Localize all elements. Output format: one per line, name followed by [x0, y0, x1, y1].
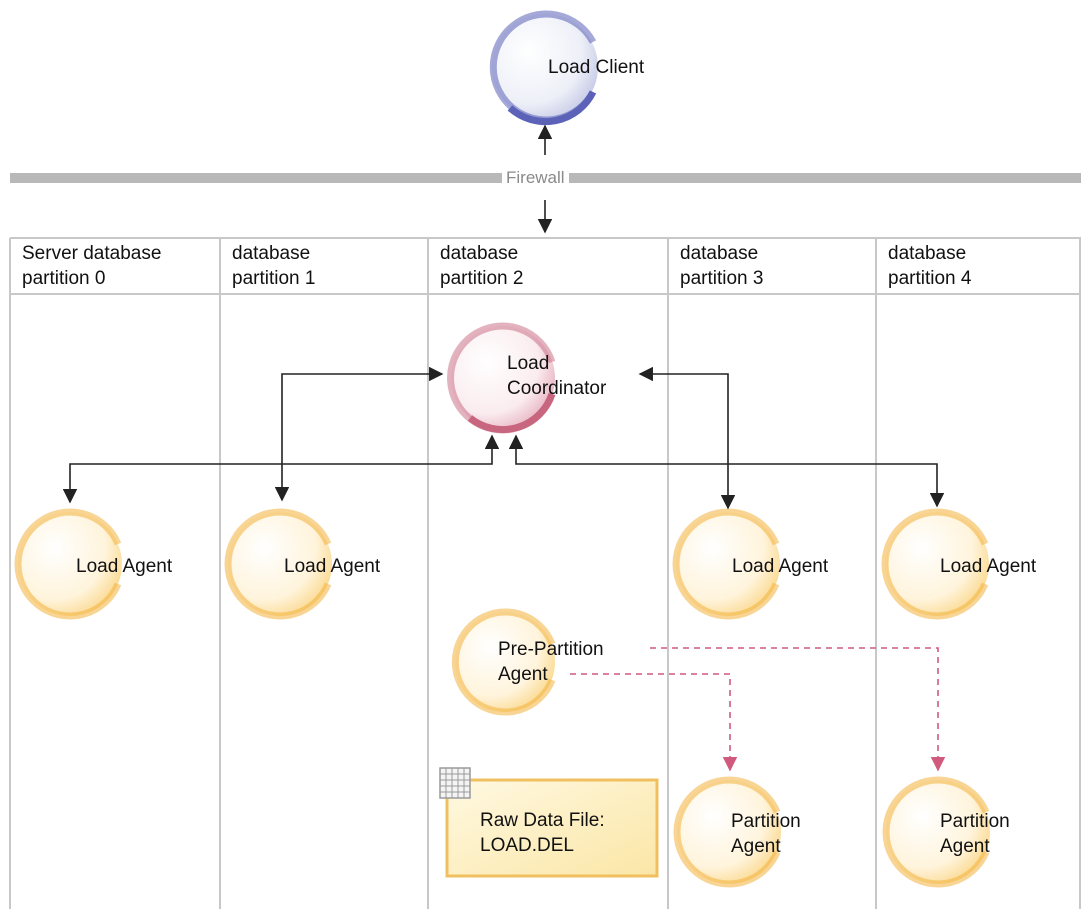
- column-header-partition-0: Server database partition 0: [22, 241, 161, 291]
- load-coordinator-label-line2: Coordinator: [507, 378, 607, 399]
- column-header-line2: partition 0: [22, 268, 106, 289]
- column-header-line1: database: [680, 243, 759, 264]
- pre-partition-agent-label: Pre-Partition Agent: [498, 637, 604, 687]
- column-header-line2: partition 2: [440, 268, 524, 289]
- column-header-partition-2: database partition 2: [440, 241, 523, 291]
- column-header-line2: partition 3: [680, 268, 764, 289]
- load-agent-node-0: [14, 508, 122, 620]
- load-agent-node-1: [224, 508, 332, 620]
- partition-agent-label-3: Partition Agent: [731, 809, 801, 859]
- load-agent-label-4: Load Agent: [940, 556, 1037, 577]
- column-header-line2: partition 1: [232, 268, 316, 289]
- load-agent-node-4: [881, 508, 989, 620]
- pre-partition-agent-label-line1: Pre-Partition: [498, 639, 604, 660]
- load-client-label: Load Client: [548, 57, 645, 78]
- partition-agent-label-line1: Partition: [731, 811, 801, 832]
- load-coordinator-label-line1: Load: [507, 353, 550, 374]
- load-coordinator-label: Load Coordinator: [507, 351, 606, 401]
- partition-agent-label-line2: Agent: [731, 836, 781, 857]
- column-header-line1: database: [888, 243, 967, 264]
- partition-agent-label-line1: Partition: [940, 811, 1010, 832]
- load-agent-node-3: [672, 508, 780, 620]
- data-flow-arrows: [570, 647, 946, 772]
- pre-partition-agent-node: [451, 608, 556, 716]
- column-header-line2: partition 4: [888, 268, 972, 289]
- load-coordinator-node: [447, 322, 556, 434]
- partition-agent-node-4: [882, 776, 990, 888]
- raw-data-file-label-line1: Raw Data File:: [480, 810, 605, 831]
- connector-arrows: [62, 124, 945, 510]
- column-header-line1: database: [232, 243, 311, 264]
- partition-agent-label-line2: Agent: [940, 836, 990, 857]
- column-header-partition-1: database partition 1: [232, 241, 315, 291]
- column-header-line1: database: [440, 243, 519, 264]
- partition-grid: [9, 237, 1081, 909]
- load-agent-label-0: Load Agent: [76, 556, 173, 577]
- load-client-node: [489, 10, 598, 126]
- firewall-label: Firewall: [502, 168, 569, 188]
- raw-data-file-label-line2: LOAD.DEL: [480, 835, 574, 856]
- load-agent-label-1: Load Agent: [284, 556, 381, 577]
- raw-data-file: [439, 767, 659, 878]
- column-header-partition-3: database partition 3: [680, 241, 763, 291]
- partition-agent-label-4: Partition Agent: [940, 809, 1010, 859]
- column-header-partition-4: database partition 4: [888, 241, 971, 291]
- raw-data-file-label: Raw Data File: LOAD.DEL: [480, 808, 605, 858]
- pre-partition-agent-label-line2: Agent: [498, 664, 548, 685]
- partition-agent-node-3: [673, 776, 781, 888]
- load-agent-label-3: Load Agent: [732, 556, 829, 577]
- column-header-line1: Server database: [22, 243, 162, 264]
